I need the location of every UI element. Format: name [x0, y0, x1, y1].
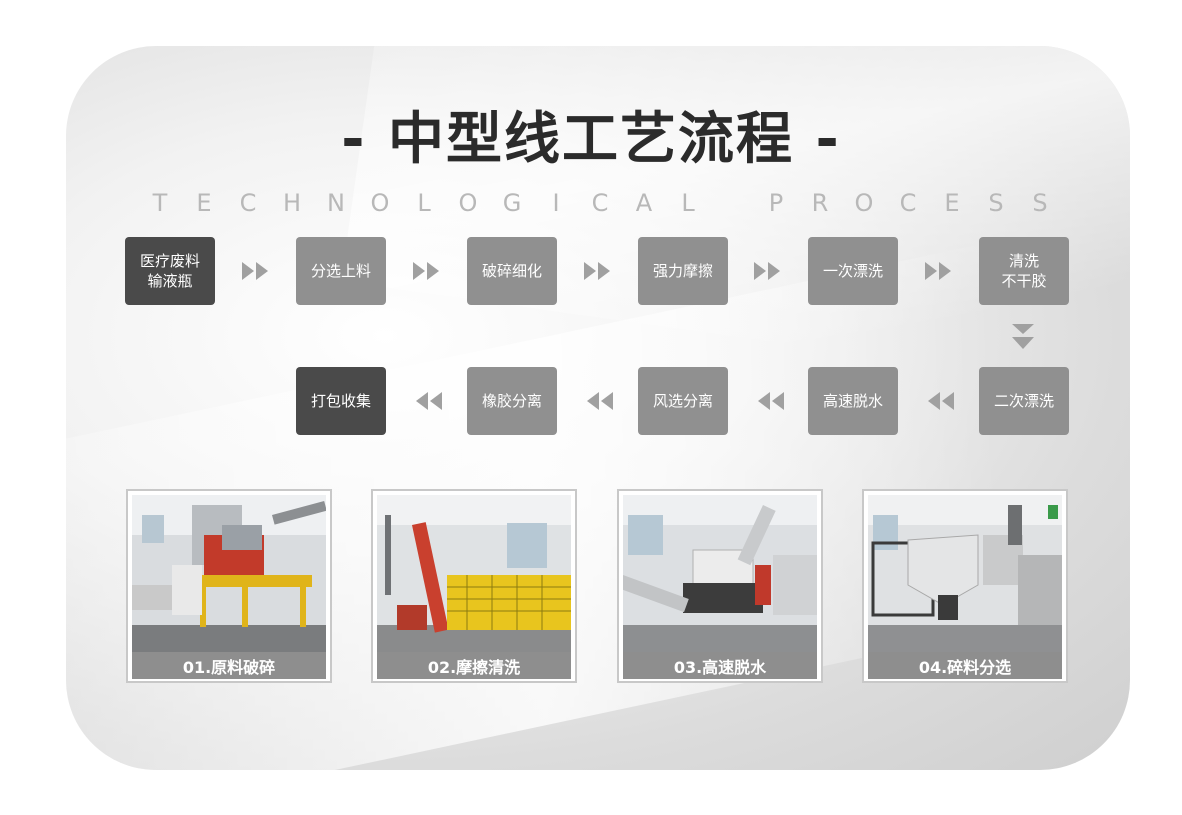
subtitle-letter: E [944, 189, 960, 217]
subtitle-letter: O [458, 189, 478, 217]
arrow-right-icon [582, 259, 618, 283]
subtitle-letter: T [152, 189, 168, 217]
process-step-medical-waste: 医疗废料 输液瓶 [125, 237, 215, 305]
subtitle-letter: C [899, 189, 917, 217]
photo-card-dewatering: 03.高速脱水 [617, 489, 823, 683]
process-step-second-rinse: 二次漂洗 [979, 367, 1069, 435]
subtitle-letter: E [196, 189, 212, 217]
subtitle-letter: N [327, 189, 345, 217]
subtitle-letter: P [768, 189, 784, 217]
arrow-right-icon [923, 259, 959, 283]
friction-washer-image [377, 495, 571, 652]
arrow-left-icon [408, 389, 444, 413]
sorting-machine-image [868, 495, 1062, 652]
process-step-dewatering: 高速脱水 [808, 367, 898, 435]
subtitle-letter: S [988, 189, 1004, 217]
subtitle-letter: C [591, 189, 609, 217]
photo-caption: 02.摩擦清洗 [377, 652, 571, 679]
process-step-baling: 打包收集 [296, 367, 386, 435]
arrow-right-icon [752, 259, 788, 283]
subtitle-letter: G [502, 189, 522, 217]
subtitle-letter: H [282, 189, 302, 217]
photo-caption: 04.碎料分选 [868, 652, 1062, 679]
crusher-machine-image [132, 495, 326, 652]
arrow-left-icon [750, 389, 786, 413]
subtitle-letter: I [552, 189, 560, 217]
arrow-right-icon [240, 259, 276, 283]
subtitle-letter: S [1032, 189, 1048, 217]
process-step-air-separation: 风选分离 [638, 367, 728, 435]
photo-caption: 01.原料破碎 [132, 652, 326, 679]
arrow-down-icon [1010, 322, 1036, 352]
arrow-left-icon [579, 389, 615, 413]
subtitle-letter: O [370, 189, 390, 217]
subtitle-letter [722, 188, 742, 218]
subtitle-letter: R [811, 189, 829, 217]
process-step-sorting-feed: 分选上料 [296, 237, 386, 305]
photo-card-sorting: 04.碎料分选 [862, 489, 1068, 683]
subtitle-letter: L [417, 189, 431, 217]
photo-caption: 03.高速脱水 [623, 652, 817, 679]
arrow-left-icon [920, 389, 956, 413]
dewatering-machine-image [623, 495, 817, 652]
subtitle-letter: A [635, 189, 653, 217]
subtitle: T E C H N O L O G I C A L P R O C E S S [150, 188, 1050, 218]
arrow-right-icon [411, 259, 447, 283]
page-title: - 中型线工艺流程 - [341, 107, 841, 172]
process-step-crushing: 破碎细化 [467, 237, 557, 305]
process-step-rubber-separation: 橡胶分离 [467, 367, 557, 435]
process-step-first-rinse: 一次漂洗 [808, 237, 898, 305]
subtitle-letter: L [681, 189, 695, 217]
photo-card-crushing: 01.原料破碎 [126, 489, 332, 683]
process-step-friction: 强力摩擦 [638, 237, 728, 305]
subtitle-letter: O [854, 189, 874, 217]
process-step-label-wash: 清洗 不干胶 [979, 237, 1069, 305]
subtitle-letter: C [239, 189, 257, 217]
photo-card-friction-wash: 02.摩擦清洗 [371, 489, 577, 683]
